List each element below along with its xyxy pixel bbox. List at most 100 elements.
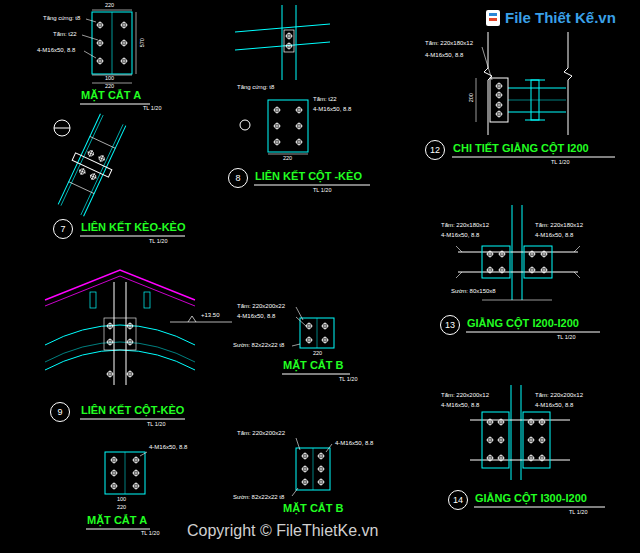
ridge-joint [45, 270, 232, 419]
detail-callout: 13 [440, 315, 460, 335]
steel-detail-line [313, 448, 314, 490]
steel-detail-line [144, 292, 150, 308]
steel-detail-line [240, 120, 250, 130]
steel-detail-line [528, 250, 535, 257]
steel-detail-line [132, 456, 139, 463]
rafter-splice [53, 111, 132, 219]
steel-detail-line [72, 153, 112, 177]
annotation: Tấm: 220x200x22 [236, 303, 286, 309]
steel-detail-line [126, 322, 133, 329]
steel-detail-line [282, 374, 350, 375]
steel-detail-line [268, 100, 308, 152]
steel-detail-line [136, 12, 137, 74]
steel-detail-line [106, 322, 113, 329]
steel-detail-line [285, 42, 292, 49]
annotation: 4-M16x50, 8.8 [424, 52, 464, 58]
steel-detail-line [498, 250, 505, 257]
steel-detail-line [97, 154, 107, 164]
section-b-plate [292, 438, 332, 496]
steel-detail-line [126, 338, 133, 345]
scale-note: TL 1/20 [550, 160, 570, 166]
steel-detail-line [90, 292, 96, 308]
steel-detail-line [132, 482, 139, 489]
detail-callout: 14 [448, 490, 468, 510]
annotation: Tấm: t22 [52, 31, 78, 37]
steel-detail-line [538, 454, 545, 461]
steel-detail-line [96, 39, 103, 46]
annotation: Tấm: 220x200x12 [440, 392, 490, 398]
steel-detail-line [58, 114, 100, 205]
steel-detail-line [527, 418, 534, 425]
steel-detail-line [268, 154, 308, 155]
steel-detail-line [474, 507, 605, 508]
scale-note: TL 1/20 [312, 188, 332, 194]
steel-detail-line [78, 167, 88, 177]
scale-note: TL 1/20 [142, 106, 162, 112]
steel-detail-line [110, 456, 117, 463]
steel-detail-line [489, 18, 497, 21]
callout-number: 13 [445, 321, 455, 330]
steel-detail-line [282, 5, 283, 80]
detail-title: MẶT CẮT A [80, 90, 142, 101]
steel-detail-line [82, 10, 136, 83]
steel-detail-line [317, 452, 324, 459]
steel-detail-line [132, 469, 139, 476]
scale-note: TL 1/20 [568, 510, 588, 516]
steel-detail-line [540, 266, 547, 273]
steel-detail-line [106, 370, 113, 377]
annotation: Tăng cứng: t8 [42, 15, 81, 21]
steel-detail-line [511, 385, 512, 480]
annotation: 4-M16x50, 8.8 [440, 232, 480, 238]
watermark-icon [486, 10, 500, 26]
steel-detail-line [305, 336, 312, 343]
callout-number: 7 [60, 225, 65, 234]
annotation: Sườn: 82x22x22 t8 [232, 494, 285, 500]
steel-detail-line [486, 250, 493, 257]
steel-detail-line [321, 336, 328, 343]
annotation: 4-M16x50, 8.8 [36, 47, 76, 53]
steel-detail-line [140, 452, 147, 456]
steel-detail-line [508, 100, 566, 101]
column-rafter-joint [235, 5, 370, 185]
steel-detail-line [106, 338, 113, 345]
detail-callout: 8 [228, 168, 248, 188]
steel-detail-line [476, 78, 477, 122]
detail-title: GIẰNG CỘT I200-I200 [466, 318, 580, 329]
detail-callout: 7 [53, 219, 73, 239]
steel-detail-line [495, 101, 502, 108]
steel-detail-line [482, 246, 510, 278]
steel-detail-line [495, 82, 502, 89]
section-marker [54, 120, 185, 236]
steel-detail-line [80, 104, 150, 105]
annotation: Tấm: 220x180x12 [424, 40, 474, 46]
steel-detail-line [96, 21, 103, 28]
steel-detail-line [538, 436, 545, 443]
steel-detail-line [54, 120, 70, 136]
steel-detail-line [540, 250, 547, 257]
brace-i300-i200 [470, 385, 605, 507]
steel-detail-line [295, 138, 302, 145]
steel-detail-line [300, 318, 334, 348]
steel-detail-line [86, 149, 96, 159]
steel-detail-line [126, 370, 133, 377]
steel-detail-line [86, 19, 96, 22]
steel-detail-line [301, 465, 308, 472]
section-a-plate [80, 10, 150, 104]
steel-detail-line [484, 32, 572, 135]
steel-detail-line [525, 120, 545, 121]
steel-detail-line [110, 469, 117, 476]
scale-note: TL 1/20 [140, 531, 160, 537]
steel-detail-line [497, 436, 504, 443]
steel-detail-line [458, 272, 578, 273]
steel-detail-line [295, 122, 302, 129]
steel-detail-line [92, 12, 132, 74]
steel-detail-line [527, 454, 534, 461]
steel-detail-line [317, 478, 324, 485]
watermark: File Thiết Kế.vn [504, 10, 617, 25]
steel-detail-line [486, 436, 493, 443]
steel-detail-line [482, 47, 492, 80]
annotation: 4-M16x50, 8.8 [334, 440, 374, 446]
steel-detail-line [120, 57, 127, 64]
